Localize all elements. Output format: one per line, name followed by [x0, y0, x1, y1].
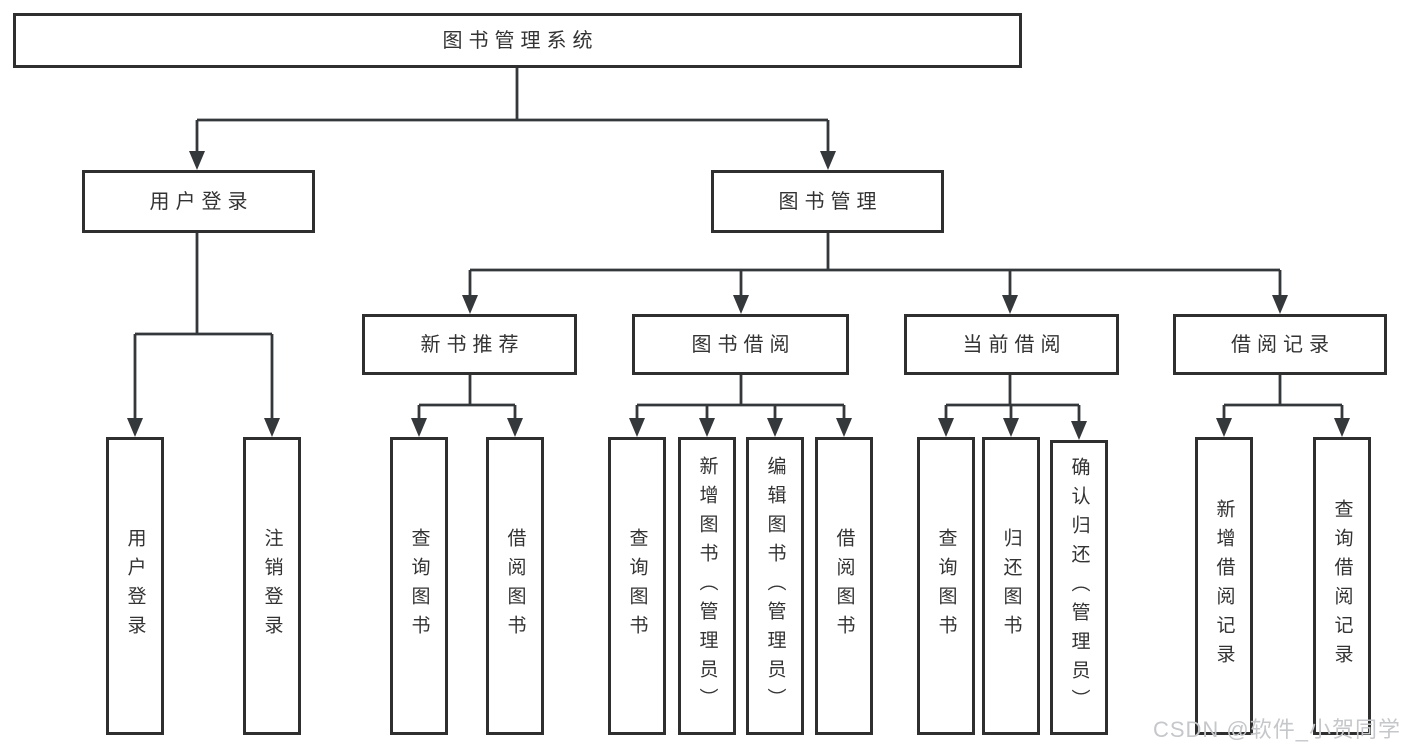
node-user-login: 用户登录 [82, 170, 315, 233]
node-leaf-confirm-return-admin: 确认归还（管理员） [1050, 440, 1108, 735]
node-leaf-add-borrow-record: 新增借阅记录 [1195, 437, 1253, 735]
node-leaf-query-book-borrow: 查询图书 [608, 437, 666, 735]
node-leaf-query-book-recommend: 查询图书 [390, 437, 448, 735]
node-leaf-query-book-current: 查询图书 [917, 437, 975, 735]
node-new-book-recommend: 新书推荐 [362, 314, 577, 375]
node-current-borrow: 当前借阅 [904, 314, 1119, 375]
node-leaf-return-book: 归还图书 [982, 437, 1040, 735]
node-leaf-query-borrow-record: 查询借阅记录 [1313, 437, 1371, 735]
node-leaf-borrow-book: 借阅图书 [815, 437, 873, 735]
node-leaf-user-login: 用户登录 [106, 437, 164, 735]
node-book-management: 图书管理 [711, 170, 944, 233]
node-leaf-edit-book-admin: 编辑图书（管理员） [746, 437, 804, 735]
node-book-borrow: 图书借阅 [632, 314, 849, 375]
node-borrow-records: 借阅记录 [1173, 314, 1387, 375]
node-leaf-logout: 注销登录 [243, 437, 301, 735]
watermark: CSDN @软件_小贺同学 [1152, 717, 1401, 742]
node-leaf-borrow-book-recommend: 借阅图书 [486, 437, 544, 735]
node-leaf-add-book-admin: 新增图书（管理员） [678, 437, 736, 735]
node-root: 图书管理系统 [13, 13, 1022, 68]
